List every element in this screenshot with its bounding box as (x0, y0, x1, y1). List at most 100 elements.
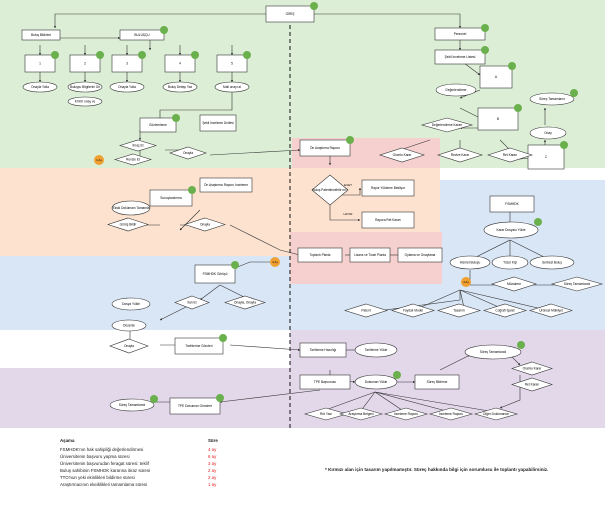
approval-node: Onay (529, 126, 567, 140)
node-label: Ön Araştırma Raporu (310, 146, 340, 150)
step-badge (231, 261, 239, 269)
decision-approve: Onayla (169, 146, 207, 160)
node-label: Tarihleme Hazırlığı (310, 348, 337, 352)
node-label: Rapor Yükleme Bekliyor (371, 186, 406, 190)
node-label: Sonuçlandırma (160, 196, 182, 200)
reject-decision: Ret Kararı (487, 147, 533, 163)
step-badge (570, 89, 578, 97)
node-label: Patent (361, 309, 370, 313)
evaluate-node: Gözlemleme (139, 114, 180, 133)
outcome-option: Ürünsel Mülkiyet (528, 303, 574, 318)
file-upload-node: Dosya Yükle (111, 297, 151, 311)
dates-node: Tarihlerine Gönderi (174, 334, 227, 355)
license-node: Lisans ve Ticari Planla (349, 247, 391, 263)
box-a: A (479, 62, 516, 89)
step-badge (534, 218, 542, 226)
legend-duration: 3 ay (208, 461, 217, 467)
node-label: Süreç Tamamlandı (480, 350, 507, 354)
report-ready-node: Rapor Yükleme Bekliyor (361, 179, 415, 197)
feedback-decision: Görüş Bildir (107, 217, 149, 232)
legend-stage: TTO'nun yeki ekinlikleri bildirme süresi (60, 475, 135, 481)
start-node: GİRİŞ (265, 2, 318, 23)
node-label: 4 (179, 62, 181, 66)
node-label: Revize Et (126, 158, 140, 162)
legend-stage: Buluş sahibinin FSMHDK kararına itiraz s… (60, 468, 151, 474)
node-label: KVKK onay ve (75, 100, 96, 104)
step-badge (393, 371, 401, 379)
legend-stage: FSMHDK'nın hak sahipliği değerlendirmesi (60, 447, 144, 452)
step-badge (346, 136, 354, 144)
option-service: Hizmet Buluşu (449, 255, 491, 270)
legend-row: Üniversitenin başvurudan feragat süresi:… (60, 460, 230, 467)
decision-revise: Revize Et (113, 153, 153, 166)
fsmhdk-node: FSMHDK (489, 195, 535, 213)
step-badge (560, 141, 568, 149)
step-badge (517, 341, 525, 349)
fsmhdk-review-node: FSMHDK Görüşü (194, 261, 239, 284)
step-box: 1 (24, 51, 59, 73)
kvkk-note: KVKK onay ve (67, 96, 103, 107)
doc-upload-node: Dokuman Yükle (354, 371, 401, 390)
search-node: Şekli İnceleme Ünitesi (199, 114, 237, 132)
red-area-note: * Kırmızı alan için tasarım yapılmamıştı… (325, 467, 549, 472)
legend-duration: 1 ay (208, 482, 217, 488)
step-badge (514, 104, 522, 112)
step-note: Onayla Yolla (22, 81, 58, 93)
personnel-node: Personel (434, 24, 489, 41)
month-badge: 4 Ay (461, 277, 471, 287)
tpe-application-node: TPE Başvurusu (299, 374, 351, 390)
step-badge (138, 51, 146, 59)
node-label: Ön Araştırma Raporu İnceleme (204, 182, 248, 187)
node-label: Tarihleme Yükle (365, 348, 388, 352)
doc-upload2-node: Süreç Tamamlandı (464, 341, 525, 360)
notify-node: Buluş Bildirimi (21, 29, 61, 41)
month-badge: 1 Ay (94, 155, 104, 165)
prior-report-node: Ön Araştırma Raporu (299, 136, 354, 157)
legend-row: Buluş sahibinin FSMHDK kararına itiraz s… (60, 467, 230, 474)
prior-review-node: Ön Araştırma Raporu İnceleme (199, 177, 253, 193)
step-badge (191, 51, 199, 59)
step-box: 2 (69, 51, 104, 73)
step-badge (160, 26, 168, 34)
node-label: 5 (231, 62, 233, 66)
outcome-option: Patent (343, 303, 389, 318)
node-label: 1 (39, 62, 41, 66)
step-box: 4 (164, 51, 199, 73)
duration-label: HAYIR (344, 212, 354, 216)
node-label: Diğer Dokümanlar (483, 412, 510, 416)
marking-prep-node: Tarihleme Hazırlığı (299, 342, 347, 358)
doc-option: Diğer Dokümanlar (473, 407, 519, 421)
node-label: TPE Dokuman Gönderir (178, 404, 213, 408)
step-note: Mail onayı al (214, 81, 250, 93)
node-label: Ret Yazı (320, 412, 332, 416)
step-badge (216, 394, 224, 402)
negative-decision: Ret Kararı (511, 377, 553, 392)
revise-decision: Revize Karar (437, 147, 483, 163)
legend-header-stage: Aşama (60, 438, 75, 443)
legend-row: FSMHDK'nın hak sahipliği değerlendirmesi… (60, 446, 230, 453)
node-label: Eksik Dokümanı Tamamla (113, 206, 150, 210)
node-label: Müzakere (507, 282, 521, 286)
node-label: Mail onayı al (223, 85, 241, 89)
node-label: Tüzel Kişi (503, 261, 517, 265)
objection-decision: Onayla, Onayla (224, 295, 266, 310)
node-label: Buluş Detayı Yaz (168, 85, 193, 89)
option-legal: Tüzel Kişi (491, 255, 529, 270)
decide-decision: Değerlendirme Kararı (420, 117, 474, 133)
node-label: Ürünsel Mülkiyet (539, 309, 563, 313)
node-label: Onay (544, 131, 552, 135)
node-label: Ret Kararı (525, 383, 540, 387)
node-label: Onayla (200, 223, 210, 227)
node-label: Düzenle (123, 324, 135, 328)
decision-drop: İhraç Et (118, 139, 158, 152)
outcome-option: Tasarım (436, 303, 482, 318)
legend-stage: Araştırmacının ekeiklikleri tamamlama sü… (60, 482, 148, 488)
marking-upload-node: Tarihleme Yükle (354, 342, 398, 358)
process-end-node: Süreç Tamamlandı (109, 395, 158, 412)
process-finish-decision: Süreç Tamamlandı (550, 276, 604, 292)
patent-decision: Buluş Patentlenebilir mi? (311, 174, 349, 206)
positive-decision: Olumlu Karar (511, 361, 553, 376)
